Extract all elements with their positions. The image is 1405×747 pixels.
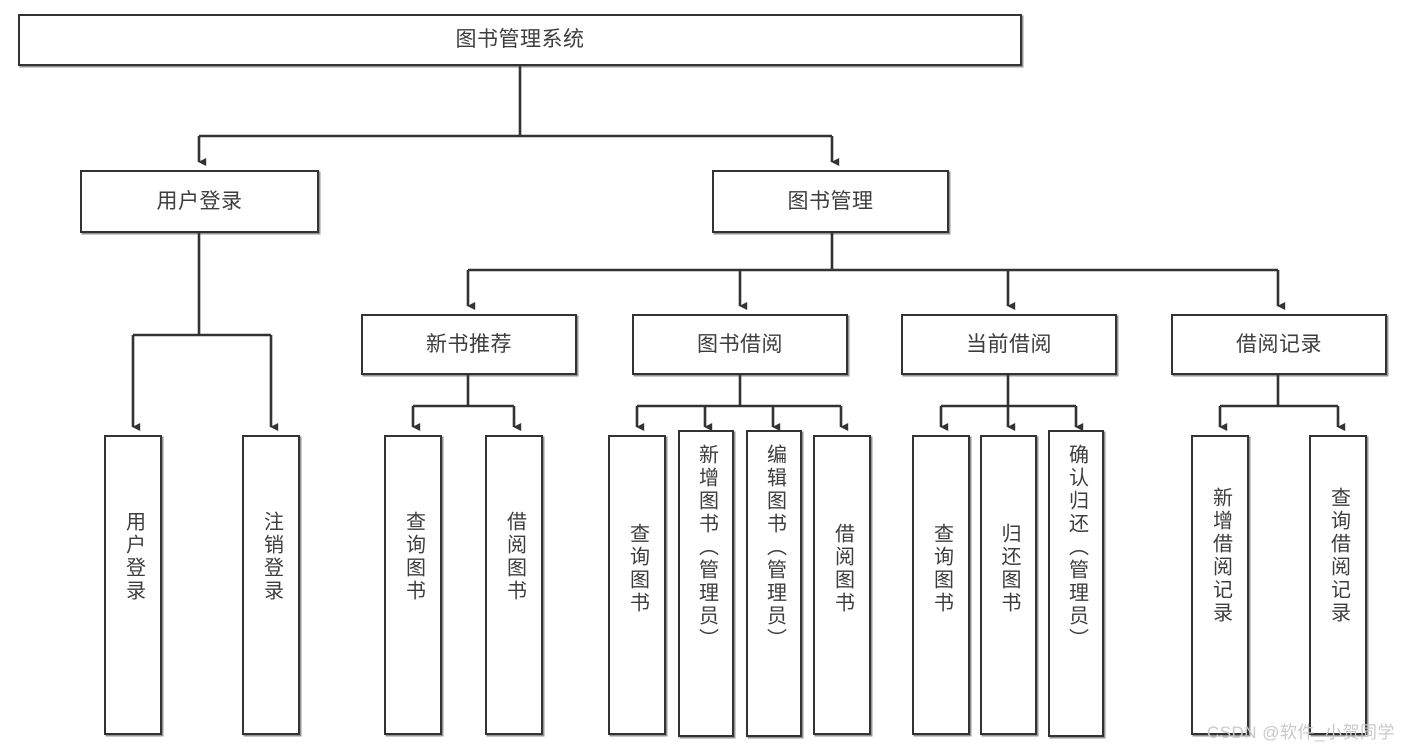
node-book-borrow-label: 图书借阅 [697, 332, 783, 356]
node-borrow-record-label: 借阅记录 [1236, 332, 1322, 356]
leaf-current-borrow-query[interactable]: 查询图书 [912, 435, 970, 735]
leaf-user-login-login-label: 用户登录 [122, 511, 145, 603]
leaf-new-book-query[interactable]: 查询图书 [384, 435, 442, 735]
leaf-current-borrow-return-label: 归还图书 [998, 523, 1020, 615]
node-borrow-record[interactable]: 借阅记录 [1171, 314, 1387, 375]
leaf-user-login-login[interactable]: 用户登录 [104, 435, 162, 735]
leaf-borrow-record-query-label: 查询借阅记录 [1327, 487, 1350, 625]
node-root-label: 图书管理系统 [455, 28, 585, 52]
leaf-current-borrow-return[interactable]: 归还图书 [980, 435, 1037, 735]
leaf-borrow-record-add[interactable]: 新增借阅记录 [1191, 435, 1249, 735]
node-book-borrow[interactable]: 图书借阅 [632, 314, 848, 375]
leaf-book-borrow-borrow-label: 借阅图书 [831, 523, 854, 615]
node-book-manage[interactable]: 图书管理 [712, 170, 949, 233]
node-current-borrow-label: 当前借阅 [966, 332, 1052, 356]
leaf-borrow-record-query[interactable]: 查询借阅记录 [1309, 435, 1367, 735]
leaf-user-login-logout-label: 注销登录 [260, 511, 283, 603]
leaf-book-borrow-edit-label: 编辑图书（管理员） [763, 444, 786, 651]
node-user-login-label: 用户登录 [156, 189, 243, 213]
leaf-current-borrow-confirm-label: 确认归还（管理员） [1065, 444, 1088, 651]
node-current-borrow[interactable]: 当前借阅 [901, 314, 1117, 375]
node-user-login[interactable]: 用户登录 [80, 170, 319, 233]
leaf-new-book-borrow-label: 借阅图书 [503, 511, 526, 603]
leaf-user-login-logout[interactable]: 注销登录 [242, 435, 300, 735]
leaf-new-book-borrow[interactable]: 借阅图书 [485, 435, 543, 735]
node-root[interactable]: 图书管理系统 [18, 14, 1022, 66]
leaf-book-borrow-add[interactable]: 新增图书（管理员） [678, 430, 734, 737]
node-book-manage-label: 图书管理 [787, 189, 874, 213]
leaf-book-borrow-edit[interactable]: 编辑图书（管理员） [746, 430, 802, 737]
leaf-current-borrow-confirm[interactable]: 确认归还（管理员） [1048, 430, 1104, 737]
leaf-book-borrow-add-label: 新增图书（管理员） [695, 444, 718, 651]
leaf-book-borrow-query[interactable]: 查询图书 [608, 435, 666, 735]
leaf-current-borrow-query-label: 查询图书 [930, 523, 953, 615]
leaf-borrow-record-add-label: 新增借阅记录 [1209, 487, 1232, 625]
leaf-book-borrow-query-label: 查询图书 [626, 523, 649, 615]
node-new-book-recommend[interactable]: 新书推荐 [361, 314, 577, 375]
leaf-book-borrow-borrow[interactable]: 借阅图书 [813, 435, 871, 735]
leaf-new-book-query-label: 查询图书 [402, 511, 425, 603]
node-new-book-recommend-label: 新书推荐 [426, 332, 512, 356]
